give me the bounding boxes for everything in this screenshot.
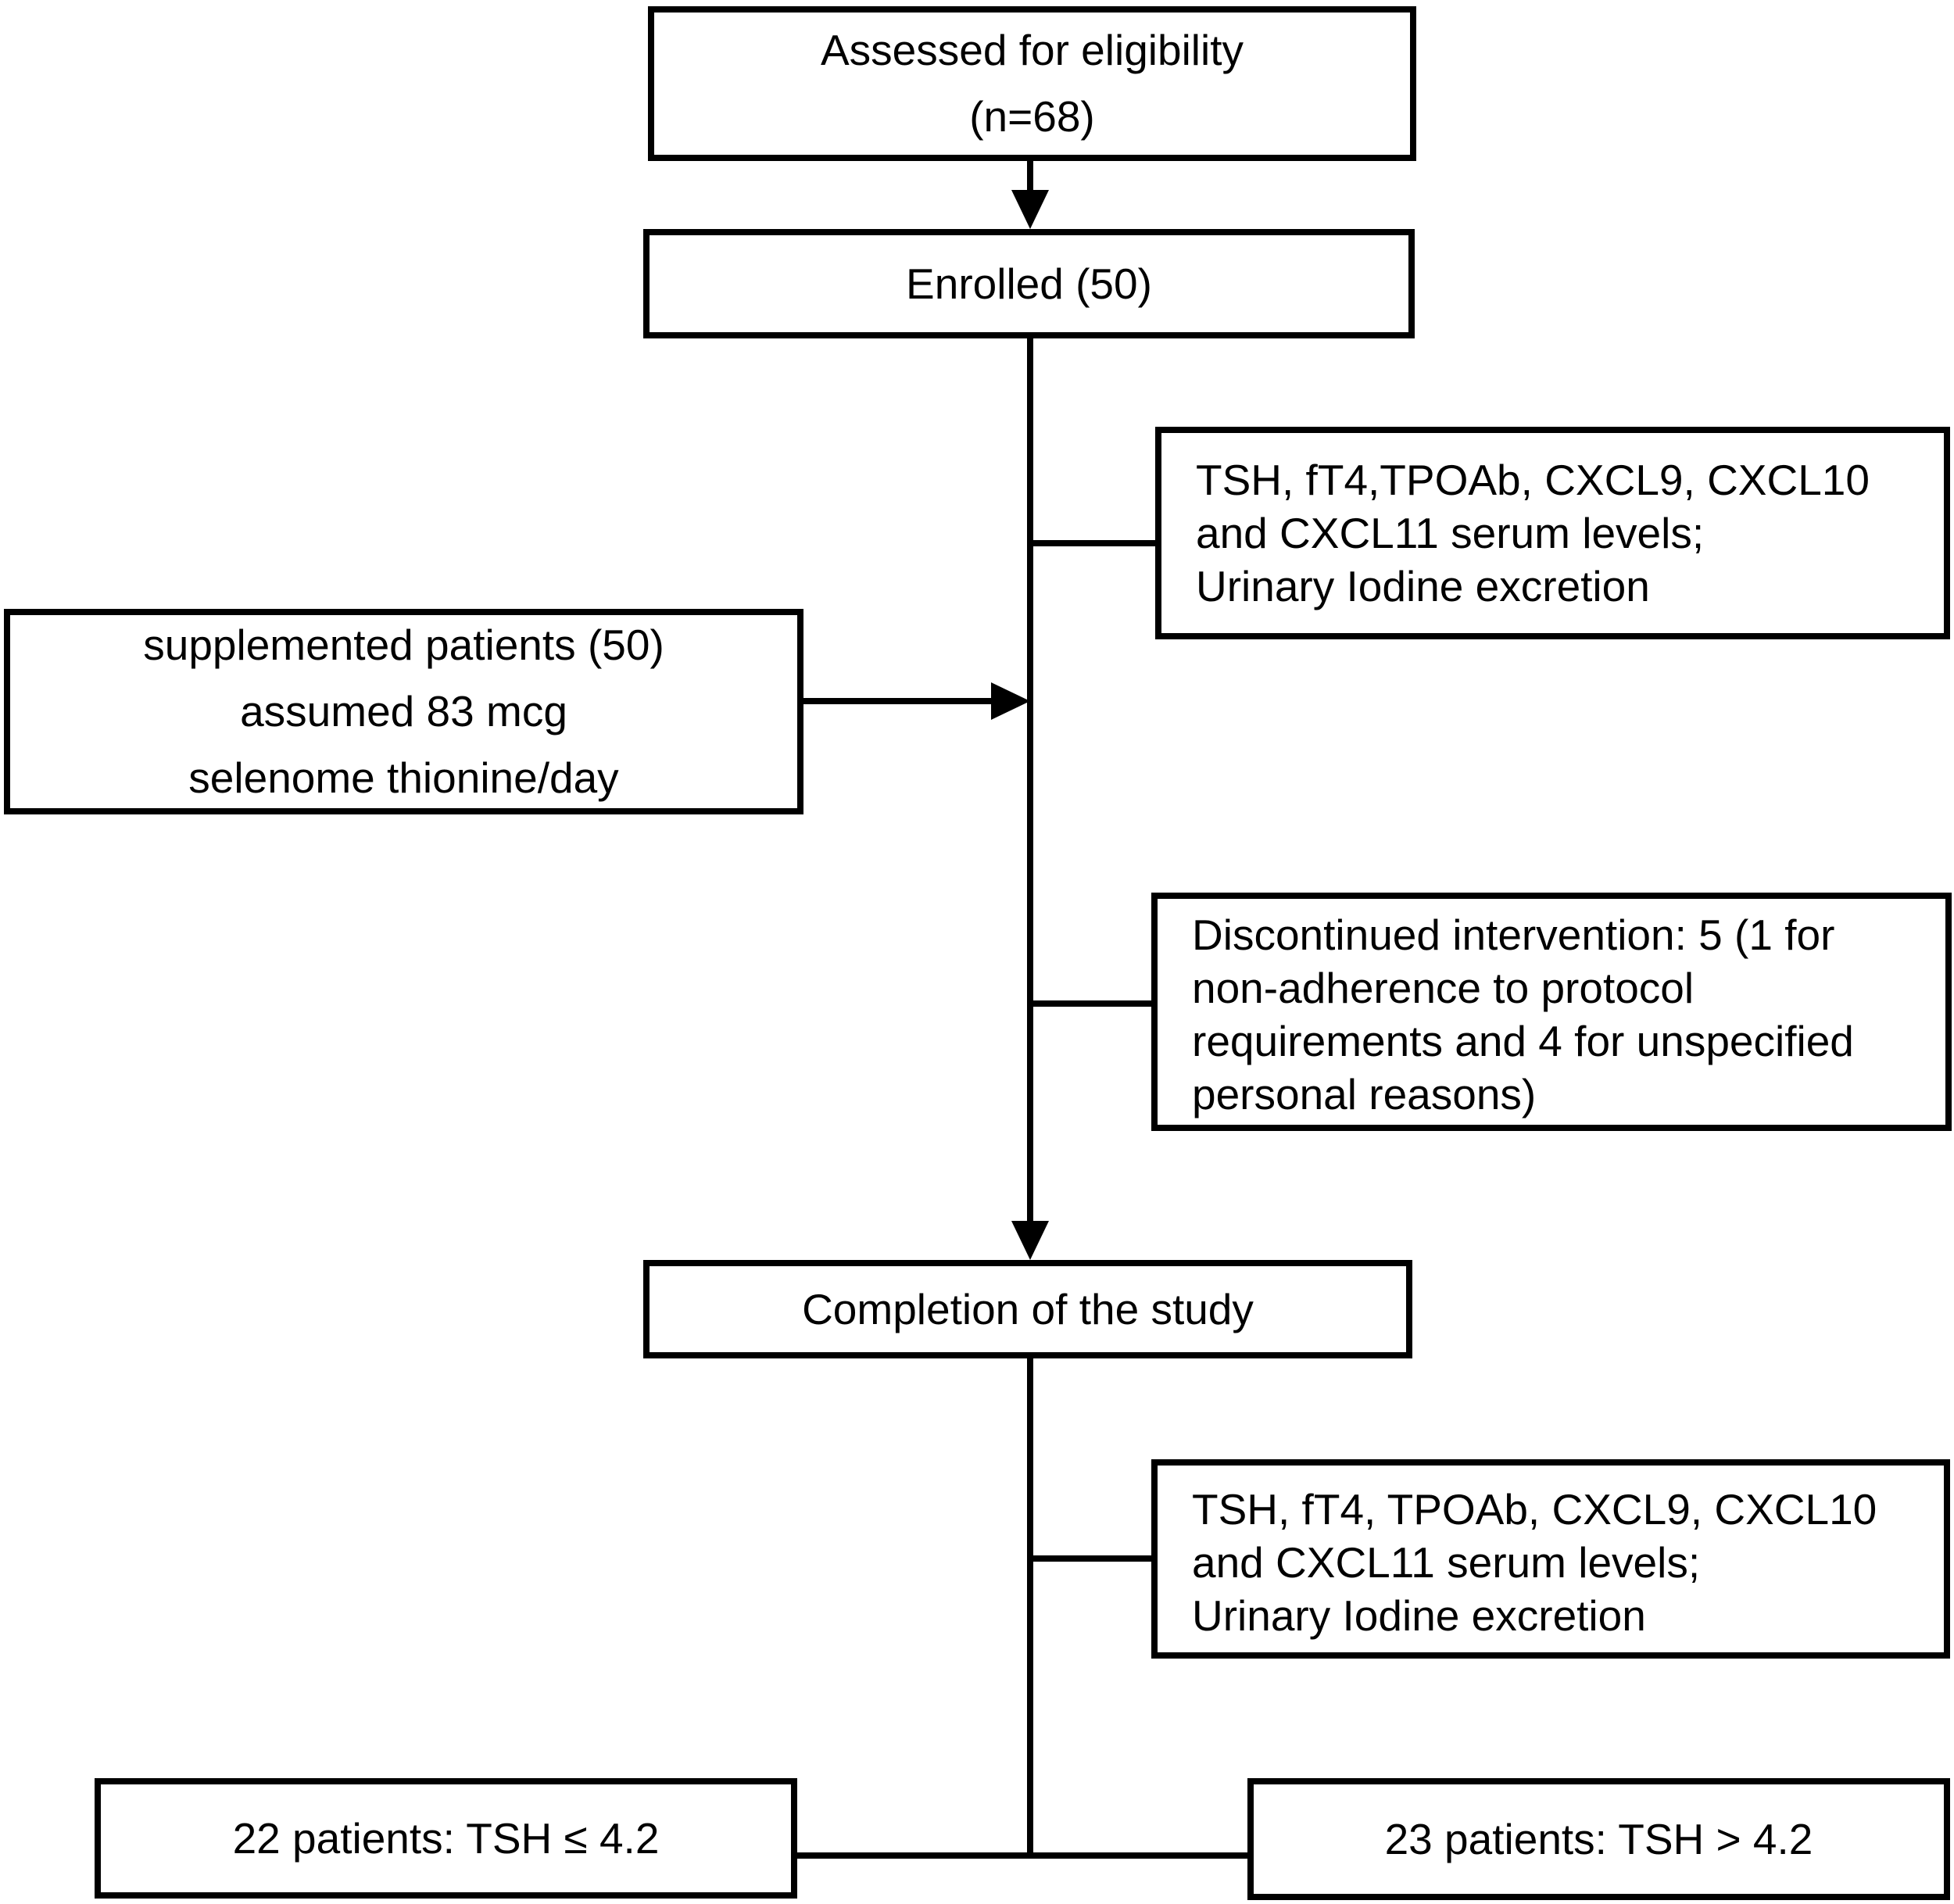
tsh-low-box: 22 patients: TSH ≤ 4.2: [95, 1778, 797, 1899]
connector-spine-to-baseline-labs: [1027, 540, 1155, 546]
discontinued-line2: non-adherence to protocol: [1192, 964, 1695, 1012]
baseline-labs-line2: and CXCL11 serum levels;: [1196, 509, 1705, 557]
baseline-labs-box: TSH, fT4,TPOAb, CXCL9, CXCL10 and CXCL11…: [1155, 427, 1950, 639]
assessed-eligibility-box: Assessed for eligibility (n=68): [648, 6, 1416, 161]
completion-label: Completion of the study: [802, 1285, 1254, 1333]
discontinued-box: Discontinued intervention: 5 (1 for non-…: [1151, 893, 1952, 1131]
central-spine-upper: [1027, 338, 1033, 1223]
central-spine-lower: [1027, 1358, 1033, 1859]
supplemented-line3: selenome thionine/day: [188, 753, 619, 802]
connector-spine-to-end-labs: [1027, 1555, 1151, 1562]
connector-bottom-tee: [797, 1852, 1247, 1859]
arrow-down-icon: [1011, 1221, 1049, 1260]
tsh-high-box: 23 patients: TSH > 4.2: [1247, 1778, 1950, 1900]
assessed-eligibility-line1: Assessed for eligibility: [820, 26, 1244, 74]
tsh-high-label: 23 patients: TSH > 4.2: [1384, 1815, 1813, 1863]
supplemented-patients-box: supplemented patients (50) assumed 83 mc…: [4, 609, 803, 814]
discontinued-line4: personal reasons): [1192, 1070, 1537, 1118]
connector-spine-to-discontinued: [1027, 1000, 1151, 1007]
baseline-labs-line3: Urinary Iodine excretion: [1196, 562, 1650, 610]
discontinued-line1: Discontinued intervention: 5 (1 for: [1192, 911, 1835, 959]
end-labs-line3: Urinary Iodine excretion: [1192, 1591, 1646, 1640]
connector-supplemented-to-spine: [803, 698, 994, 704]
assessed-eligibility-line2: (n=68): [969, 92, 1095, 141]
connector-assessed-to-enrolled: [1027, 161, 1033, 195]
end-labs-line2: and CXCL11 serum levels;: [1192, 1538, 1701, 1587]
end-labs-box: TSH, fT4, TPOAb, CXCL9, CXCL10 and CXCL1…: [1151, 1459, 1950, 1659]
arrow-down-icon: [1011, 190, 1049, 229]
discontinued-line3: requirements and 4 for unspecified: [1192, 1017, 1854, 1065]
arrow-right-icon: [991, 682, 1030, 720]
baseline-labs-line1: TSH, fT4,TPOAb, CXCL9, CXCL10: [1196, 456, 1870, 504]
enrolled-label: Enrolled (50): [906, 259, 1152, 308]
tsh-low-label: 22 patients: TSH ≤ 4.2: [232, 1814, 660, 1863]
completion-box: Completion of the study: [643, 1260, 1412, 1358]
supplemented-line2: assumed 83 mcg: [240, 687, 567, 735]
supplemented-line1: supplemented patients (50): [143, 621, 664, 669]
end-labs-line1: TSH, fT4, TPOAb, CXCL9, CXCL10: [1192, 1485, 1877, 1534]
enrolled-box: Enrolled (50): [643, 229, 1415, 338]
